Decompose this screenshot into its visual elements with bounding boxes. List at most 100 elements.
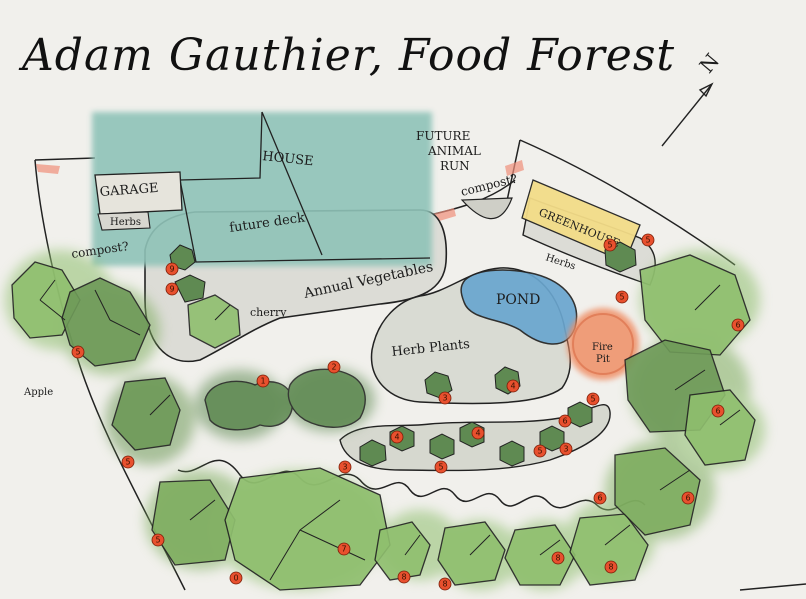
marker-circle — [71, 345, 85, 359]
marker-circle — [615, 290, 629, 304]
marker-9: 9 — [165, 262, 179, 276]
pond-label: POND — [496, 292, 540, 308]
marker-5: 5 — [71, 345, 85, 359]
tree-big-5 — [224, 467, 391, 591]
small-star-plants — [169, 241, 637, 467]
marker-number: 5 — [619, 293, 624, 302]
marker-5: 5 — [641, 233, 655, 247]
marker-number: 1 — [260, 377, 265, 386]
marker-4: 4 — [471, 426, 485, 440]
cherry-label: cherry — [250, 306, 287, 319]
marker-number: 6 — [735, 321, 740, 330]
marker-circle — [586, 392, 600, 406]
marker-circle — [681, 491, 695, 505]
marker-number: 5 — [590, 395, 595, 404]
marker-8: 8 — [397, 570, 411, 584]
marker-number: 5 — [607, 241, 612, 250]
marker-circle — [165, 262, 179, 276]
tree-apple-2 — [61, 277, 151, 367]
marker-number: 5 — [537, 447, 542, 456]
marker-9: 9 — [165, 282, 179, 296]
marker-6: 6 — [558, 414, 572, 428]
marker-3: 3 — [438, 391, 452, 405]
marker-number: 8 — [608, 563, 613, 572]
marker-number: 4 — [475, 429, 480, 438]
marker-number: 3 — [563, 445, 568, 454]
marker-circle — [711, 404, 725, 418]
marker-circle — [434, 460, 448, 474]
run-label: RUN — [440, 159, 470, 173]
apple-label: Apple — [23, 387, 53, 398]
dark-shrub-masses — [204, 368, 366, 431]
marker-number: 6 — [685, 494, 690, 503]
boundary-marker-left — [36, 164, 60, 174]
marker-number: 7 — [341, 545, 346, 554]
marker-number: 5 — [75, 348, 80, 357]
tree-branch-lines — [39, 279, 741, 581]
marker-5: 5 — [121, 455, 135, 469]
compost-area — [460, 197, 513, 220]
marker-number: 6 — [715, 407, 720, 416]
garage-label: GARAGE — [99, 181, 159, 200]
marker-5: 5 — [533, 444, 547, 458]
marker-circle — [165, 282, 179, 296]
marker-8: 8 — [438, 577, 452, 591]
marker-0: 0 — [229, 571, 243, 585]
fire-pit — [567, 308, 639, 380]
marker-5: 5 — [603, 238, 617, 252]
trees — [11, 254, 756, 591]
marker-circle — [641, 233, 655, 247]
marker-1: 1 — [256, 374, 270, 388]
marker-5: 5 — [434, 460, 448, 474]
pond — [460, 269, 578, 345]
fire-label: Fire — [592, 342, 613, 353]
marker-circle — [603, 238, 617, 252]
marker-number: 0 — [233, 574, 238, 583]
marker-circle — [558, 414, 572, 428]
marker-4: 4 — [390, 430, 404, 444]
marker-2: 2 — [327, 360, 341, 374]
marker-circle — [559, 442, 573, 456]
marker-number: 5 — [645, 236, 650, 245]
marker-6: 6 — [731, 318, 745, 332]
marker-number: 8 — [555, 554, 560, 563]
compost-right-label: compost? — [459, 171, 518, 199]
marker-3: 3 — [338, 460, 352, 474]
marker-circle — [438, 577, 452, 591]
tree-right-10 — [614, 447, 701, 536]
marker-number: 5 — [438, 463, 443, 472]
house-label: HOUSE — [262, 149, 315, 169]
marker-circle — [506, 379, 520, 393]
animal-label: ANIMAL — [427, 144, 481, 158]
marker-number: 9 — [169, 265, 174, 274]
marker-circle — [731, 318, 745, 332]
marker-5: 5 — [151, 533, 165, 547]
marker-circle — [438, 391, 452, 405]
title: Adam Gauthier, Food Forest — [18, 30, 675, 81]
marker-5: 5 — [615, 290, 629, 304]
marker-number: 6 — [597, 494, 602, 503]
marker-number: 3 — [442, 394, 447, 403]
marker-number: 8 — [401, 573, 406, 582]
marker-7: 7 — [337, 542, 351, 556]
marker-circle — [604, 560, 618, 574]
marker-circle — [327, 360, 341, 374]
garage — [94, 171, 183, 231]
herbs-garage-label: Herbs — [110, 217, 141, 228]
marker-6: 6 — [711, 404, 725, 418]
marker-8: 8 — [551, 551, 565, 565]
marker-circle — [121, 455, 135, 469]
marker-6: 6 — [681, 491, 695, 505]
marker-8: 8 — [604, 560, 618, 574]
north-label: N — [694, 49, 724, 78]
marker-6: 6 — [593, 491, 607, 505]
marker-3: 3 — [559, 442, 573, 456]
tree-right-11 — [639, 254, 751, 356]
tree-right-13 — [684, 389, 756, 466]
marker-number: 2 — [331, 363, 336, 372]
marker-circle — [229, 571, 243, 585]
marker-circle — [593, 491, 607, 505]
marker-circle — [397, 570, 411, 584]
